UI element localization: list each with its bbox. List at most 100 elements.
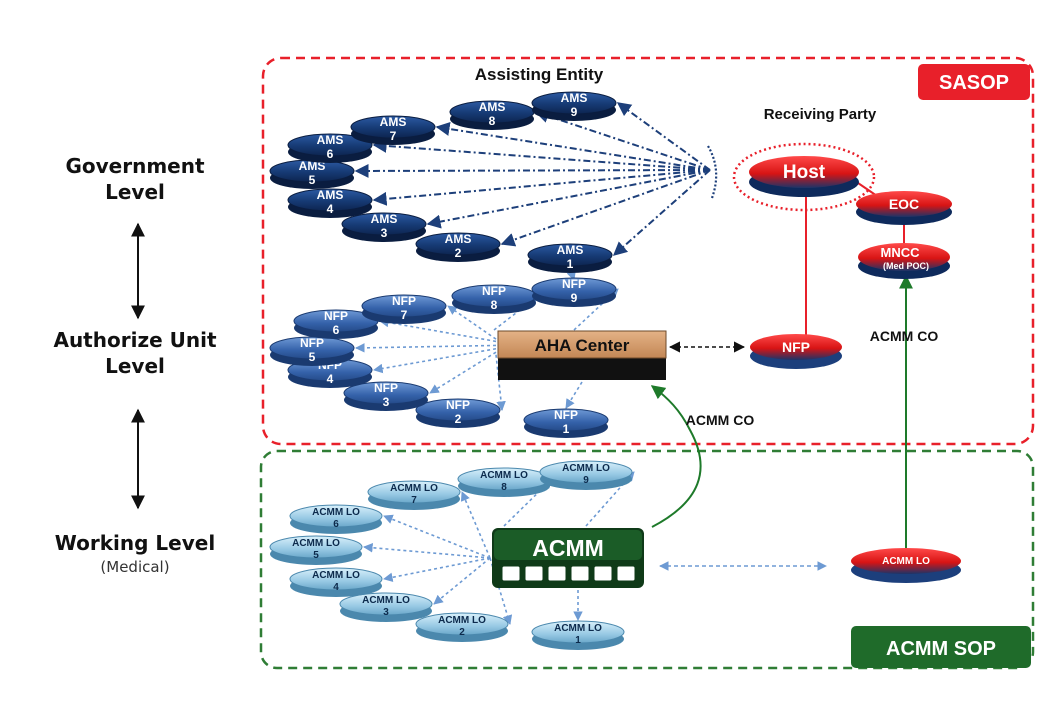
ams-node-label: AMS [561, 91, 588, 105]
lo-connector-4 [383, 557, 491, 583]
acmm-co-right-label: ACMM CO [870, 328, 939, 344]
mncc-node[interactable]: MNCC (Med POC) [858, 243, 950, 279]
nfp-node-number: 5 [309, 350, 316, 364]
ams-node-label: AMS [317, 188, 344, 202]
assisting-entity-heading: Assisting Entity [475, 65, 604, 84]
acmm-sop-frame [259, 449, 1035, 670]
acmm-lo-node-label: ACMM LO [362, 595, 410, 606]
acmm-lo-node-number: 5 [313, 550, 319, 561]
nfp-node-label: NFP [554, 408, 578, 422]
ams-connector-2 [500, 169, 711, 247]
authorize-unit-level-text: Authorize Unit Level [53, 328, 217, 378]
nfp-node-number: 3 [383, 395, 390, 409]
ams-node-label: AMS [557, 243, 584, 257]
nfp-node-label: NFP [482, 284, 506, 298]
ams-node-label: AMS [445, 232, 472, 246]
nfp-connector-4 [373, 347, 497, 374]
acmm-lo-node-top [415, 612, 509, 636]
acmm-lo-node-label: ACMM LO [438, 615, 486, 626]
receiving-acmm-lo-node[interactable]: ACMM LO [851, 548, 961, 583]
nfp-connector-3 [429, 351, 497, 394]
nfp-node-number: 4 [327, 372, 334, 386]
acmm-lo-node-1[interactable]: ACMM LO1 [531, 620, 625, 650]
acmm-lo-node-label: ACMM LO [390, 483, 438, 494]
working-level-text: Working Level [54, 531, 216, 555]
acmm-lo-node-top [269, 535, 363, 559]
working-level-sub: (Medical) [100, 558, 170, 576]
ams-node-number: 5 [309, 173, 316, 187]
host-node[interactable]: Host [749, 156, 859, 197]
ams-node-number: 8 [489, 114, 496, 128]
acmm-ports [501, 565, 636, 582]
acmm-node[interactable]: ACMM [492, 528, 644, 588]
acmm-lo-node-6[interactable]: ACMM LO6 [289, 504, 383, 534]
receiving-acmm-lo-label: ACMM LO [882, 556, 930, 567]
nfp-node-number: 9 [571, 291, 578, 305]
aha-center-node[interactable]: AHA Center [497, 330, 667, 380]
nfp-node-label: NFP [392, 294, 416, 308]
acmm-lo-node-2[interactable]: ACMM LO2 [415, 612, 509, 642]
ams-node-number: 9 [571, 105, 578, 119]
eoc-label: EOC [889, 196, 919, 212]
nfp-node-label: NFP [446, 398, 470, 412]
nfp-connector-7 [447, 305, 497, 340]
acmm-lo-node-label: ACMM LO [554, 623, 602, 634]
ams-fan-bracket [707, 145, 718, 199]
nfp-node-top [523, 408, 609, 432]
ams-node-label: AMS [371, 212, 398, 226]
receiving-nfp-node[interactable]: NFP [750, 334, 842, 369]
ams-node-top [350, 115, 436, 139]
acmm-lo-node-number: 4 [333, 582, 339, 593]
acmm-lo-node-label: ACMM LO [312, 507, 360, 518]
acmm-lo-node-number: 7 [411, 495, 417, 506]
receiving-nfp-label: NFP [782, 339, 810, 355]
lo-connector-3 [433, 557, 491, 605]
acmm-label: ACMM [532, 535, 604, 561]
lo-connector-5 [363, 542, 491, 559]
nfp-node-label: NFP [374, 381, 398, 395]
working-level-label: Working Level (Medical) [30, 530, 240, 578]
acmm-lo-node-5[interactable]: ACMM LO5 [269, 535, 363, 565]
acmm-lo-node-4[interactable]: ACMM LO4 [289, 567, 383, 597]
sasop-badge-box [918, 64, 1030, 100]
ams-node-top [527, 243, 613, 267]
sasop-badge: SASOP [939, 72, 1009, 94]
ams-node-number: 1 [567, 257, 574, 271]
authorize-unit-level-label: Authorize Unit Level [30, 327, 240, 379]
government-level-text: Government Level [65, 154, 205, 204]
acmm-lo-node-top [539, 460, 633, 484]
nfp-node-label: NFP [324, 309, 348, 323]
acmm-lo-node-7[interactable]: ACMM LO7 [367, 480, 461, 510]
nfp-node-number: 1 [563, 422, 570, 436]
acmm-lo-node-9[interactable]: ACMM LO9 [539, 460, 633, 490]
ams-connector-1 [612, 169, 711, 256]
acmm-lo-node-8[interactable]: ACMM LO8 [457, 467, 551, 497]
ams-connector-9 [616, 102, 711, 171]
acmm-lo-node-3[interactable]: ACMM LO3 [339, 592, 433, 622]
host-highlight-ring [732, 142, 876, 212]
nfp-connectors [355, 267, 619, 411]
eoc-node[interactable]: EOC [856, 191, 952, 225]
ams-node-top [287, 188, 373, 212]
acmm-port [593, 565, 613, 582]
